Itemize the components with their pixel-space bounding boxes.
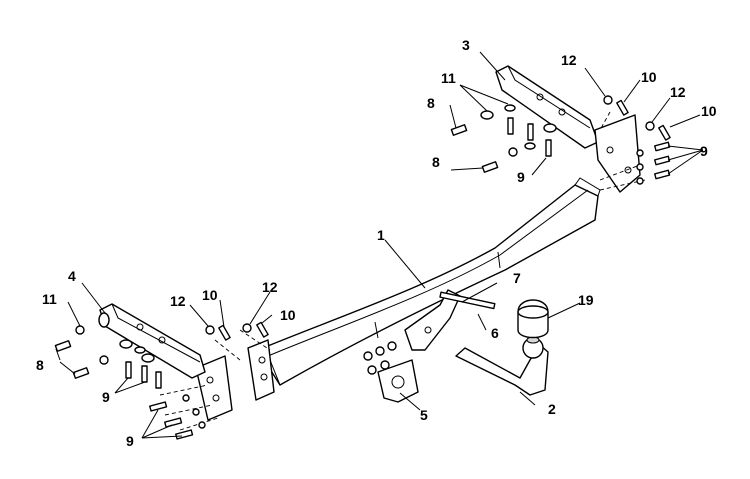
callout-9-right-middle: 9 <box>517 169 525 185</box>
callout-10-left-b: 10 <box>280 307 296 323</box>
callout-6: 6 <box>491 325 499 341</box>
callout-8-right-upper: 8 <box>427 95 435 111</box>
callout-11-left: 11 <box>42 291 57 307</box>
callout-12-right-a: 12 <box>561 52 577 68</box>
callout-7: 7 <box>513 270 521 286</box>
callout-4: 4 <box>68 268 76 284</box>
socket-plate-part-5 <box>363 341 419 403</box>
ball-mount-bracket-part-7 <box>404 289 496 351</box>
callout-12-left-a: 12 <box>170 293 186 309</box>
callout-9-left-lower: 9 <box>126 433 134 449</box>
callout-10-right-b: 10 <box>701 103 717 119</box>
callout-8-right-lower: 8 <box>432 154 440 170</box>
callout-10-left-a: 10 <box>202 287 218 303</box>
left-bracket-part-4 <box>98 303 206 379</box>
callout-9-right: 9 <box>700 143 708 159</box>
right-fasteners <box>450 95 671 185</box>
assembly-lines <box>159 111 646 431</box>
ball-cover-part-19 <box>517 299 549 339</box>
callout-2: 2 <box>548 401 556 417</box>
leader-lines <box>55 51 704 439</box>
callout-19: 19 <box>578 292 594 308</box>
crossbar-part-1 <box>257 177 601 386</box>
callout-9-left-upper: 9 <box>102 389 110 405</box>
callout-12-right-b: 12 <box>670 84 686 100</box>
callout-3: 3 <box>462 37 470 53</box>
callout-12-left-b: 12 <box>262 279 278 295</box>
callout-8-left: 8 <box>36 357 44 373</box>
callout-1: 1 <box>377 227 385 243</box>
callout-11-right: 11 <box>441 70 456 86</box>
callouts: 1 2 3 4 5 6 7 8 8 8 9 9 9 9 10 10 10 10 … <box>36 37 717 449</box>
left-fasteners <box>54 321 269 440</box>
tow-ball-neck-part-2 <box>455 336 549 396</box>
callout-10-right-a: 10 <box>641 69 657 85</box>
callout-5: 5 <box>420 407 428 423</box>
left-end-plate <box>195 339 275 421</box>
